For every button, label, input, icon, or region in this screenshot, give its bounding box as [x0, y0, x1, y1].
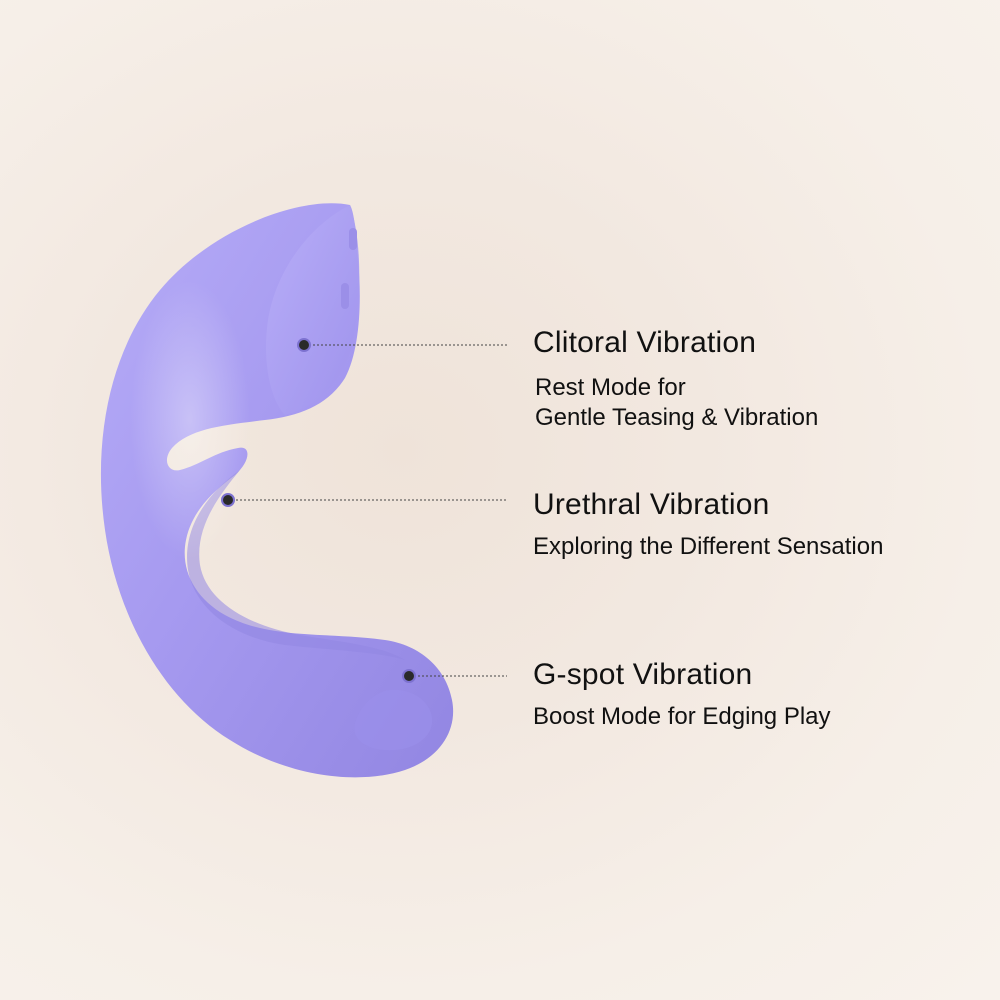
- button-upper: [349, 228, 357, 250]
- feature-title-urethral: Urethral Vibration: [533, 488, 770, 521]
- feature-desc-clitoral-line2: Gentle Teasing & Vibration: [535, 404, 819, 431]
- marker-dot-gspot: [402, 669, 416, 683]
- product-gspot-recess: [354, 689, 433, 751]
- feature-desc-clitoral-line1: Rest Mode for: [535, 374, 686, 401]
- feature-title-gspot: G-spot Vibration: [533, 658, 753, 691]
- product-clitoral-head: [265, 205, 360, 415]
- button-lower: [341, 283, 349, 309]
- feature-title-clitoral: Clitoral Vibration: [533, 326, 757, 359]
- marker-dot-clitoral: [297, 338, 311, 352]
- marker-dot-urethral: [221, 493, 235, 507]
- product-highlight: [130, 280, 250, 560]
- feature-desc-urethral-line1: Exploring the Different Sensation: [533, 533, 884, 560]
- feature-desc-gspot-line1: Boost Mode for Edging Play: [533, 703, 831, 730]
